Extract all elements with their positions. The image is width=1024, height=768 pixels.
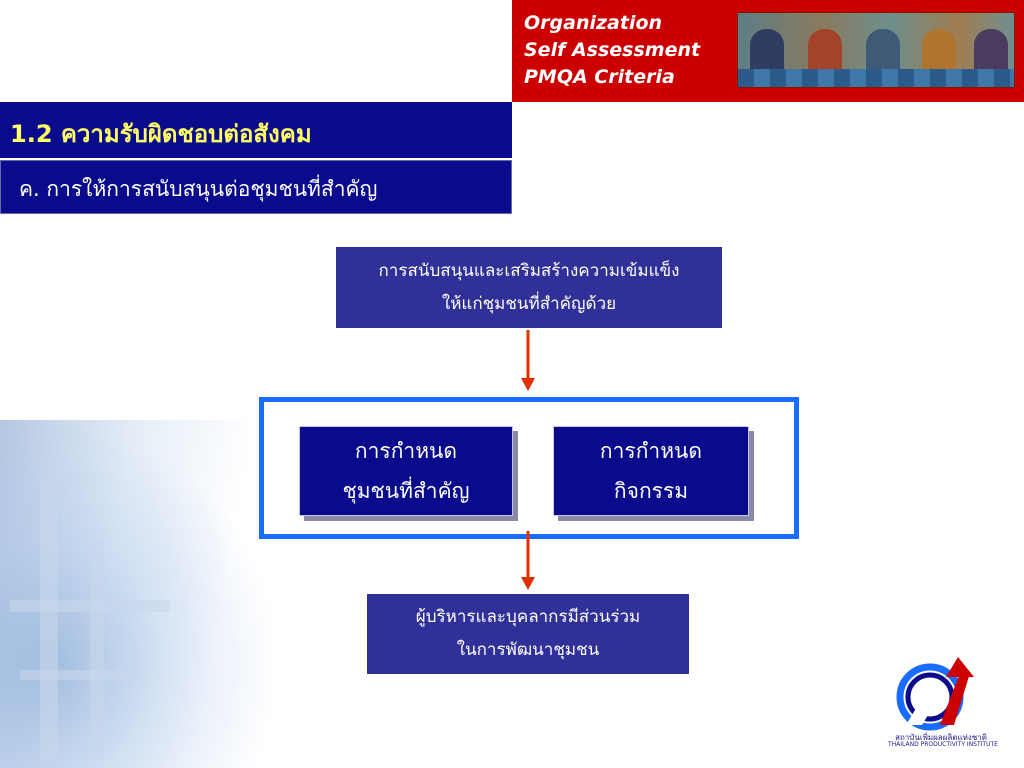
background-photo bbox=[0, 420, 280, 768]
header-banner: Organization Self Assessment PMQA Criter… bbox=[512, 0, 1024, 102]
tpi-logo-icon bbox=[896, 657, 974, 731]
logo-name-en: THAILAND PRODUCTIVITY INSTITUTE bbox=[888, 741, 998, 748]
section-title: 1.2 ความรับผิดชอบต่อสังคม bbox=[10, 120, 312, 148]
logo-name-th: สถาบันเพิ่มผลผลิตแห่งชาติ bbox=[895, 733, 987, 742]
rowers-artwork bbox=[737, 12, 1015, 88]
define-community-box: การกำหนด ชุมชนที่สำคัญ bbox=[299, 426, 513, 516]
arrow-down-bottom-icon bbox=[521, 531, 535, 590]
arrow-down-top-icon bbox=[521, 330, 535, 391]
tpi-logo: สถาบันเพิ่มผลผลิตแห่งชาติ THAILAND PRODU… bbox=[888, 655, 998, 751]
section-title-bar: 1.2 ความรับผิดชอบต่อสังคม bbox=[0, 102, 512, 160]
section-subtitle-bar: ค. การให้การสนับสนุนต่อชุมชนที่สำคัญ bbox=[0, 160, 512, 214]
section-subtitle: ค. การให้การสนับสนุนต่อชุมชนที่สำคัญ bbox=[19, 177, 378, 201]
header-title: Organization Self Assessment PMQA Criter… bbox=[524, 12, 701, 88]
define-activity-box: การกำหนด กิจกรรม bbox=[553, 426, 749, 516]
top-box: การสนับสนุนและเสริมสร้างความเข้มแข็ง ให้… bbox=[336, 247, 722, 328]
bottom-box: ผู้บริหารและบุคลากรมีส่วนร่วม ในการพัฒนา… bbox=[367, 594, 689, 674]
